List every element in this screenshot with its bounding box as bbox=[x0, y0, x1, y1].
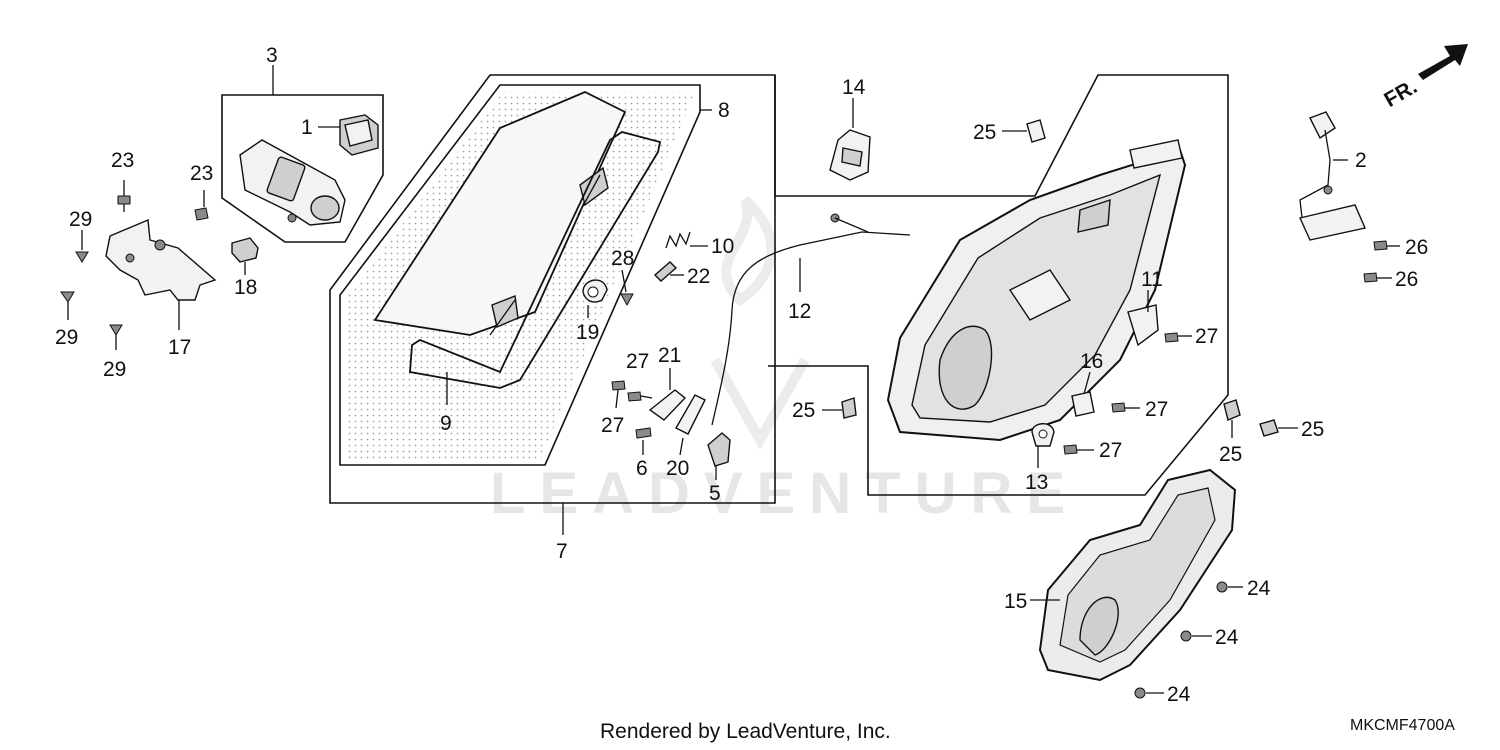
part-27-screw-lower-left[interactable] bbox=[611, 380, 626, 409]
callout-10[interactable]: 10 bbox=[711, 235, 734, 258]
part-29-screw-a[interactable] bbox=[75, 230, 89, 263]
part-2-harness[interactable] bbox=[1299, 111, 1366, 241]
part-5-lock-block[interactable] bbox=[707, 432, 731, 480]
part-24-nut-b[interactable] bbox=[1180, 630, 1212, 642]
watermark-logo bbox=[710, 196, 810, 451]
part-27-screw-upper-left[interactable] bbox=[627, 391, 653, 402]
group-8-outline bbox=[339, 84, 712, 466]
part-27-screw-11[interactable] bbox=[1164, 332, 1192, 343]
callout-labels: 3 1 23 23 29 18 29 17 29 8 10 28 22 19 1… bbox=[55, 44, 1428, 706]
callout-6[interactable]: 6 bbox=[636, 457, 648, 480]
part-27-screw-16[interactable] bbox=[1111, 402, 1140, 413]
callout-29c[interactable]: 29 bbox=[103, 358, 126, 381]
footer-credit: Rendered by LeadVenture, Inc. bbox=[600, 720, 891, 743]
callout-14[interactable]: 14 bbox=[842, 76, 866, 99]
callout-2[interactable]: 2 bbox=[1355, 149, 1367, 172]
part-17-bracket[interactable] bbox=[105, 218, 217, 330]
front-indicator-label: FR. bbox=[1380, 75, 1421, 112]
callout-29b[interactable]: 29 bbox=[55, 326, 78, 349]
callout-28[interactable]: 28 bbox=[611, 247, 634, 270]
part-22-pin[interactable] bbox=[653, 261, 684, 282]
part-26-bolt-upper[interactable] bbox=[1373, 240, 1400, 251]
diagram-code: MKCMF4700A bbox=[1350, 717, 1455, 734]
callout-24c[interactable]: 24 bbox=[1167, 683, 1191, 706]
part-21-latch[interactable] bbox=[648, 368, 687, 421]
callout-25c[interactable]: 25 bbox=[1219, 443, 1242, 466]
callout-26b[interactable]: 26 bbox=[1395, 268, 1418, 291]
callout-19[interactable]: 19 bbox=[576, 321, 599, 344]
part-1-relay[interactable] bbox=[318, 114, 379, 156]
watermark: LEADVENTURE bbox=[490, 461, 1079, 526]
callout-20[interactable]: 20 bbox=[666, 457, 689, 480]
callout-1[interactable]: 1 bbox=[301, 116, 313, 139]
part-28-screw[interactable] bbox=[620, 269, 634, 307]
group-7-outline bbox=[329, 74, 776, 535]
part-13-clip[interactable] bbox=[1031, 423, 1055, 468]
part-12-cable[interactable] bbox=[711, 213, 911, 426]
callout-3[interactable]: 3 bbox=[266, 44, 278, 67]
part-9-window-frame[interactable] bbox=[409, 131, 662, 405]
part-16-bracket[interactable] bbox=[1071, 371, 1095, 417]
part-15-cover[interactable] bbox=[1030, 468, 1237, 682]
callout-22[interactable]: 22 bbox=[687, 265, 710, 288]
part-29-screw-b[interactable] bbox=[60, 291, 75, 320]
callout-27d[interactable]: 27 bbox=[1145, 398, 1168, 421]
callout-27a[interactable]: 27 bbox=[626, 350, 649, 373]
callout-5[interactable]: 5 bbox=[709, 482, 721, 505]
callout-21[interactable]: 21 bbox=[658, 344, 681, 367]
group-housing-outline bbox=[768, 74, 1229, 496]
callout-26a[interactable]: 26 bbox=[1405, 236, 1428, 259]
callout-25b[interactable]: 25 bbox=[792, 399, 815, 422]
callout-23b[interactable]: 23 bbox=[190, 162, 213, 185]
callout-25d[interactable]: 25 bbox=[1301, 418, 1324, 441]
callout-16[interactable]: 16 bbox=[1080, 350, 1103, 373]
callout-24a[interactable]: 24 bbox=[1247, 577, 1271, 600]
callout-17[interactable]: 17 bbox=[168, 336, 191, 359]
part-27-screw-13[interactable] bbox=[1063, 444, 1094, 455]
callout-11[interactable]: 11 bbox=[1141, 268, 1163, 291]
callout-27b[interactable]: 27 bbox=[601, 414, 624, 437]
part-3-actuator-motor[interactable] bbox=[239, 139, 346, 226]
front-direction-arrow-icon bbox=[1418, 44, 1468, 80]
part-14-switch[interactable] bbox=[829, 98, 871, 181]
part-11-housing[interactable] bbox=[886, 139, 1187, 442]
part-18-grommet[interactable] bbox=[231, 237, 259, 275]
part-20-lever[interactable] bbox=[675, 394, 706, 456]
part-23-bolt-left[interactable] bbox=[117, 180, 131, 212]
part-8-window-glass[interactable] bbox=[373, 91, 627, 336]
part-25-nut-mid[interactable] bbox=[822, 397, 857, 419]
callout-23a[interactable]: 23 bbox=[111, 149, 134, 172]
callout-24b[interactable]: 24 bbox=[1215, 626, 1239, 649]
callout-8[interactable]: 8 bbox=[718, 99, 730, 122]
callout-7[interactable]: 7 bbox=[556, 540, 568, 563]
callout-13[interactable]: 13 bbox=[1025, 471, 1048, 494]
callout-15[interactable]: 15 bbox=[1004, 590, 1027, 613]
callout-18[interactable]: 18 bbox=[234, 276, 257, 299]
part-6-bolt[interactable] bbox=[635, 427, 652, 455]
part-24-nut-c[interactable] bbox=[1134, 687, 1164, 699]
part-29-screw-c[interactable] bbox=[109, 324, 123, 350]
part-10-spring[interactable] bbox=[665, 231, 708, 249]
callout-25a[interactable]: 25 bbox=[973, 121, 996, 144]
part-25-nut-top[interactable] bbox=[1002, 119, 1046, 143]
callout-9[interactable]: 9 bbox=[440, 412, 452, 435]
callout-27e[interactable]: 27 bbox=[1099, 439, 1122, 462]
part-19-clip[interactable] bbox=[582, 279, 608, 318]
part-25-clip-right-b[interactable] bbox=[1259, 419, 1298, 437]
part-23-bolt-right[interactable] bbox=[194, 190, 209, 221]
callout-12[interactable]: 12 bbox=[788, 300, 811, 323]
part-26-bolt-lower[interactable] bbox=[1363, 272, 1392, 283]
callout-29a[interactable]: 29 bbox=[69, 208, 92, 231]
callout-27c[interactable]: 27 bbox=[1195, 325, 1218, 348]
part-25-clip-right-a[interactable] bbox=[1223, 399, 1241, 438]
part-24-nut-a[interactable] bbox=[1216, 581, 1243, 593]
group-3-bracket bbox=[221, 65, 384, 243]
